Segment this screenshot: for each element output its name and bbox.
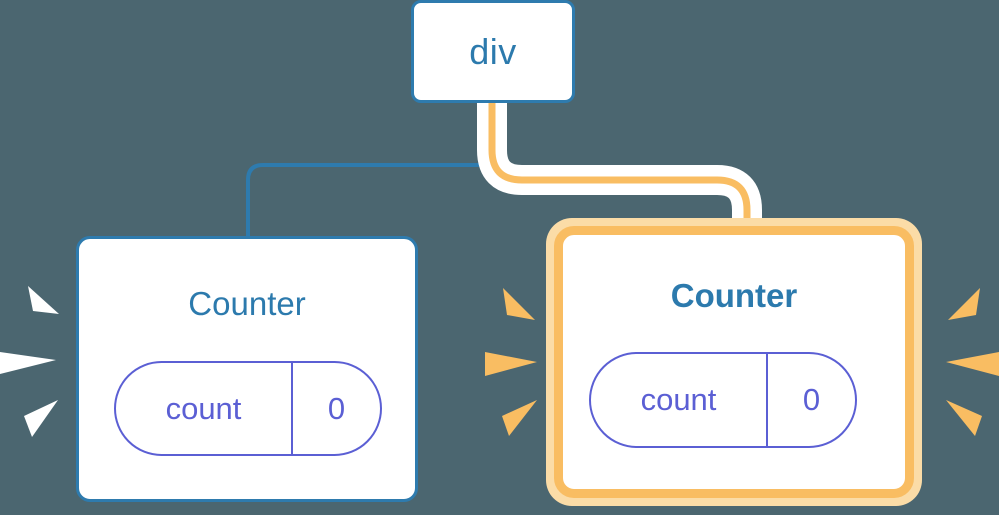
node-div[interactable]: div [411, 0, 575, 103]
edge-div-to-counter-left [246, 103, 494, 240]
node-counter-right-wrapper: Counter count 0 [546, 218, 922, 506]
node-counter-right-title-row: Counter [563, 279, 905, 312]
state-value: 0 [327, 390, 346, 426]
state-pill-counter-right[interactable]: count 0 [589, 352, 857, 448]
node-counter-left-title: Counter [188, 285, 306, 322]
state-value: 0 [802, 382, 821, 417]
node-counter-right-title: Counter [670, 277, 798, 314]
node-counter-right[interactable]: Counter count 0 [554, 226, 914, 498]
state-pill-counter-left[interactable]: count 0 [114, 361, 382, 456]
node-div-label: div [469, 30, 517, 72]
node-counter-left[interactable]: Counter count 0 [76, 236, 418, 502]
state-key: count [591, 354, 768, 446]
node-counter-left-title-row: Counter [79, 287, 415, 320]
state-key: count [116, 363, 293, 454]
edge-div-to-counter-right [488, 103, 751, 262]
